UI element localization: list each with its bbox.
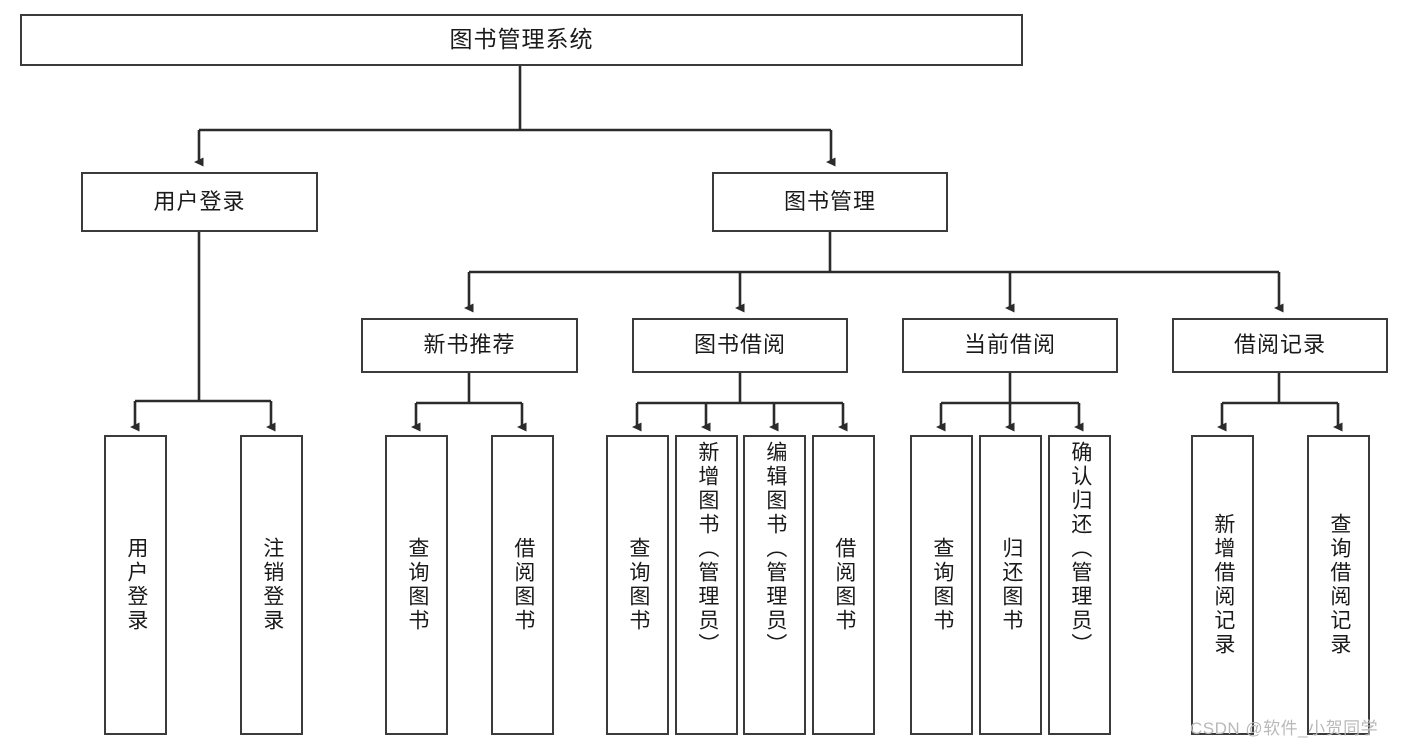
leaf-borrow-book-1[interactable]: 借阅图书: [491, 435, 554, 735]
leaf-label: 查询图书: [930, 537, 954, 633]
node-label: 图书管理: [783, 188, 876, 214]
leaf-add-borrow-record[interactable]: 新增借阅记录: [1191, 435, 1254, 735]
node-new-book-recommend[interactable]: 新书推荐: [361, 318, 578, 373]
leaf-user-login[interactable]: 用户登录: [104, 435, 167, 735]
leaf-logout-login[interactable]: 注销登录: [240, 435, 303, 735]
leaf-confirm-return-admin[interactable]: 确认归还（管理员）: [1048, 435, 1111, 735]
leaf-query-book-3[interactable]: 查询图书: [910, 435, 973, 735]
node-borrow-record[interactable]: 借阅记录: [1172, 318, 1388, 373]
leaf-return-book[interactable]: 归还图书: [979, 435, 1042, 735]
leaf-label: 借阅图书: [511, 537, 535, 633]
node-label: 借阅记录: [1233, 332, 1326, 358]
node-current-borrow[interactable]: 当前借阅: [902, 318, 1118, 373]
leaf-label: 新增图书（管理员）: [695, 441, 719, 657]
node-root-book-management-system[interactable]: 图书管理系统: [20, 14, 1023, 66]
leaf-borrow-book-2[interactable]: 借阅图书: [812, 435, 875, 735]
leaf-add-book-admin[interactable]: 新增图书（管理员）: [675, 435, 738, 735]
leaf-query-book-1[interactable]: 查询图书: [385, 435, 448, 735]
leaf-label: 新增借阅记录: [1211, 513, 1235, 657]
node-label: 图书管理系统: [449, 26, 594, 53]
node-book-borrow[interactable]: 图书借阅: [632, 318, 848, 373]
leaf-edit-book-admin[interactable]: 编辑图书（管理员）: [743, 435, 806, 735]
node-label: 当前借阅: [963, 332, 1056, 358]
leaf-label: 用户登录: [124, 537, 148, 633]
leaf-label: 查询图书: [626, 537, 650, 633]
leaf-label: 归还图书: [999, 537, 1023, 633]
node-user-login[interactable]: 用户登录: [81, 172, 318, 232]
leaf-label: 注销登录: [260, 537, 284, 633]
leaf-query-book-2[interactable]: 查询图书: [606, 435, 669, 735]
leaf-label: 查询借阅记录: [1327, 513, 1351, 657]
node-label: 图书借阅: [693, 332, 786, 358]
leaf-label: 借阅图书: [832, 537, 856, 633]
leaf-label: 编辑图书（管理员）: [763, 441, 787, 657]
leaf-label: 查询图书: [405, 537, 429, 633]
node-label: 新书推荐: [423, 332, 516, 358]
node-label: 用户登录: [153, 188, 246, 214]
leaf-query-borrow-record[interactable]: 查询借阅记录: [1307, 435, 1370, 735]
leaf-label: 确认归还（管理员）: [1068, 441, 1092, 657]
node-book-manage[interactable]: 图书管理: [712, 172, 948, 232]
watermark: CSDN @软件_小贺同学: [1190, 719, 1379, 738]
